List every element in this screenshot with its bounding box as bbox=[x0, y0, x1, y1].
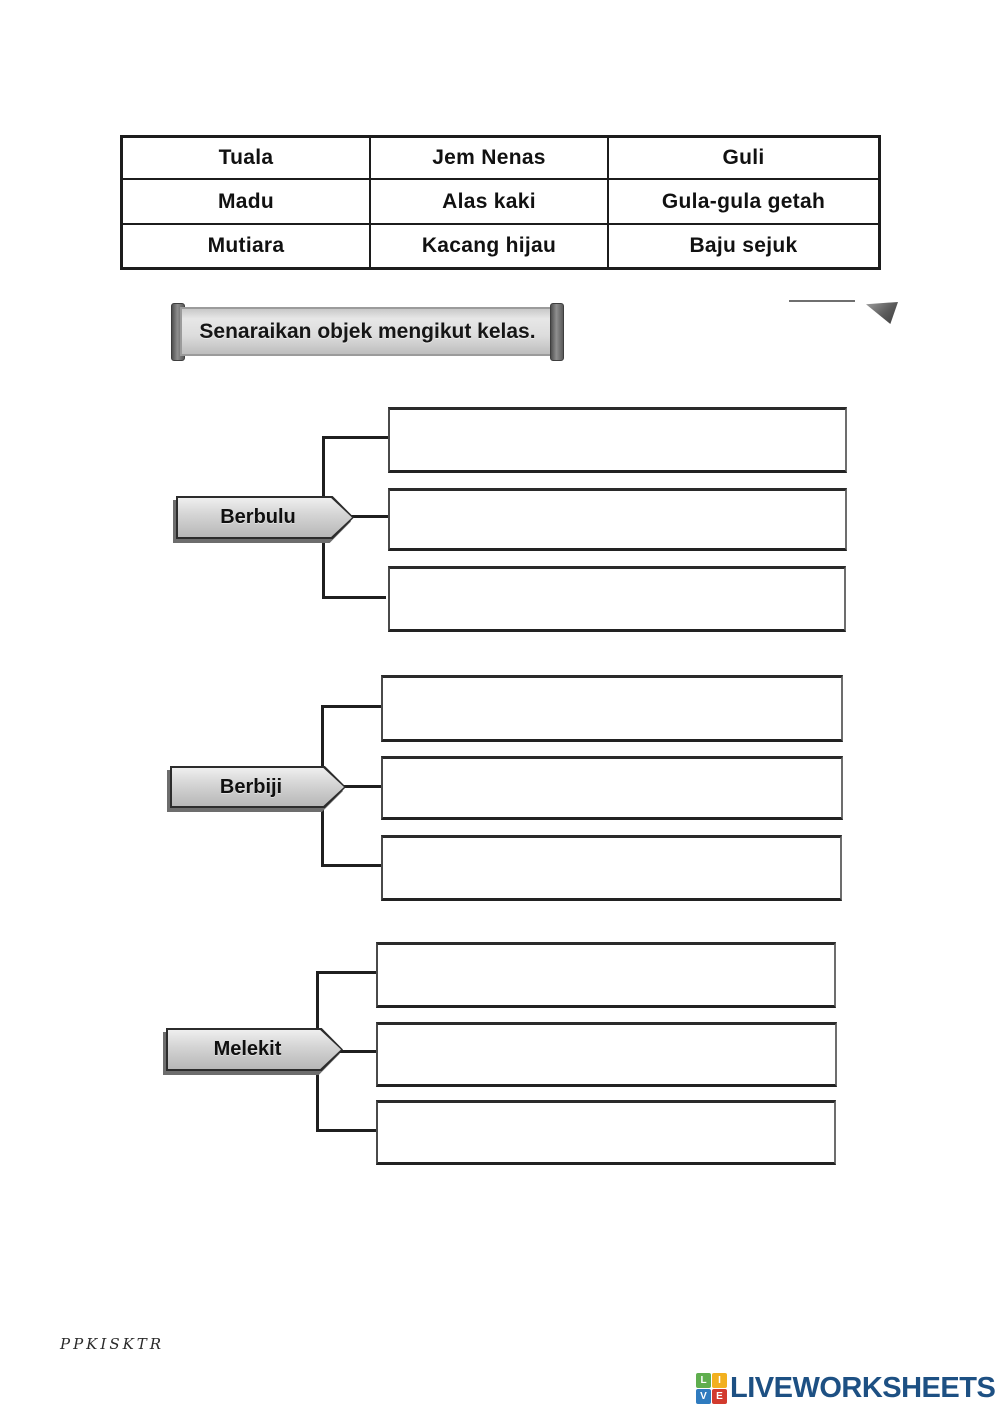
liveworksheets-logo[interactable]: L I V E LIVEWORKSHEETS bbox=[696, 1371, 996, 1404]
connector-line bbox=[316, 1129, 376, 1132]
answer-box-berbulu-3[interactable] bbox=[388, 566, 846, 632]
logo-tile-i: I bbox=[712, 1372, 727, 1388]
word-bank-cell: Madu bbox=[122, 179, 370, 224]
answer-box-berbulu-1[interactable] bbox=[388, 407, 847, 473]
answer-box-berbulu-2[interactable] bbox=[388, 488, 847, 551]
word-bank-cell: Gula-gula getah bbox=[608, 179, 879, 224]
answer-box-melekit-1[interactable] bbox=[376, 942, 836, 1008]
connector-line bbox=[322, 596, 386, 599]
connector-line bbox=[321, 705, 382, 708]
answer-box-melekit-3[interactable] bbox=[376, 1100, 836, 1165]
connector-line bbox=[347, 515, 388, 518]
logo-tile-l: L bbox=[696, 1372, 711, 1388]
word-bank-table: Tuala Jem Nenas Guli Madu Alas kaki Gula… bbox=[120, 135, 881, 270]
scan-line-artifact bbox=[789, 300, 855, 302]
connector-line bbox=[321, 864, 381, 867]
banner-end-cap-right bbox=[550, 303, 564, 361]
page-corner-fold-icon bbox=[866, 302, 898, 324]
liveworksheets-tiles-icon: L I V E bbox=[696, 1372, 727, 1404]
group-label-berbulu: Berbulu bbox=[173, 496, 354, 543]
connector-line bbox=[322, 436, 388, 439]
connector-line bbox=[340, 785, 382, 788]
answer-box-berbiji-3[interactable] bbox=[381, 835, 842, 901]
word-bank-cell: Baju sejuk bbox=[608, 224, 879, 268]
group-label-text: Berbiji bbox=[219, 775, 283, 798]
answer-box-berbiji-2[interactable] bbox=[381, 756, 843, 820]
label-face: Berbiji bbox=[172, 768, 344, 806]
word-bank-cell: Tuala bbox=[122, 137, 370, 179]
logo-tile-v: V bbox=[696, 1388, 711, 1404]
group-label-berbiji: Berbiji bbox=[167, 766, 346, 812]
author-code: PPKISKTR bbox=[60, 1335, 165, 1353]
word-bank-cell: Mutiara bbox=[122, 224, 370, 268]
logo-tile-e: E bbox=[712, 1388, 727, 1404]
connector-line bbox=[337, 1050, 378, 1053]
word-bank-cell: Alas kaki bbox=[370, 179, 608, 224]
label-face: Melekit bbox=[168, 1030, 341, 1069]
banner-body: Senaraikan objek mengikut kelas. bbox=[180, 307, 555, 356]
group-label-text: Berbulu bbox=[220, 506, 296, 528]
connector-line bbox=[316, 971, 377, 974]
word-bank-cell: Jem Nenas bbox=[370, 137, 608, 179]
label-face: Berbulu bbox=[178, 498, 352, 537]
instruction-text: Senaraikan objek mengikut kelas. bbox=[199, 319, 536, 343]
answer-box-berbiji-1[interactable] bbox=[381, 675, 843, 742]
group-label-text: Melekit bbox=[213, 1038, 282, 1060]
instruction-banner: Senaraikan objek mengikut kelas. bbox=[171, 303, 564, 361]
liveworksheets-wordmark: LIVEWORKSHEETS bbox=[730, 1371, 996, 1404]
word-bank-cell: Kacang hijau bbox=[370, 224, 608, 268]
word-bank-cell: Guli bbox=[608, 137, 879, 179]
group-label-melekit: Melekit bbox=[163, 1028, 343, 1075]
answer-box-melekit-2[interactable] bbox=[376, 1022, 837, 1087]
